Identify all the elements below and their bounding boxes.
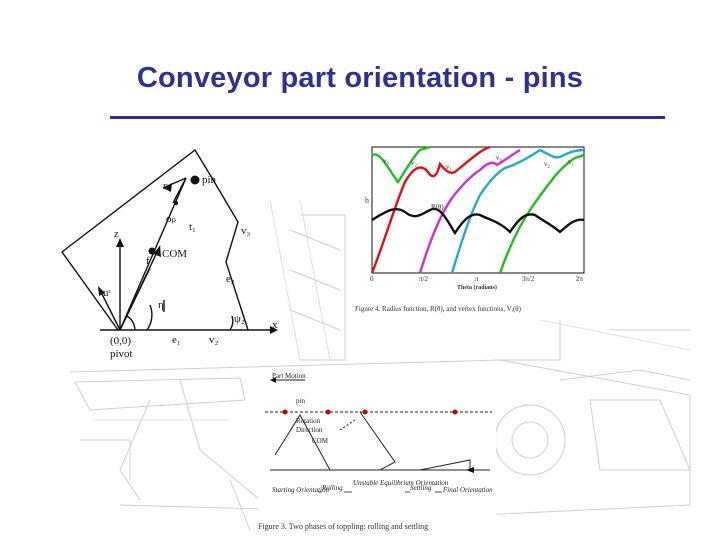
eta-label: η [158, 299, 164, 311]
rt-label: rₜ [163, 180, 170, 192]
chart-x-label: Theta (radians) [457, 284, 497, 291]
origin-label: (0,0) [110, 335, 131, 347]
slide-title: Conveyor part orientation - pins [136, 62, 584, 94]
part-motion-label: Part Motion [272, 372, 306, 380]
e1-label: e₁ [172, 334, 181, 346]
com-label: COM [162, 248, 187, 260]
direction-label: Direction [296, 426, 323, 434]
v3-label: v₃ [241, 225, 251, 237]
f-label: f [146, 255, 150, 267]
e2-label: e₂ [226, 273, 235, 285]
v2-label: v₂ [209, 334, 219, 346]
stage-settling: Settling [410, 484, 432, 492]
curve-label-v1: v₁ [446, 163, 452, 171]
curve-label-r: R(θ) [431, 203, 444, 211]
pin-label-2: pin [296, 397, 305, 405]
pin-label: pin [202, 174, 217, 186]
stage-unstable: Unstable Equilibrium Orientation [353, 479, 449, 487]
com-label-2: COM [312, 437, 329, 445]
curve-label-v2b: v₂ [544, 160, 551, 168]
chart-caption: Figure 4. Radius function, R(θ), and ver… [355, 305, 521, 313]
curve-label-v0: v₀ [496, 154, 503, 162]
uc-label: uᶜ [103, 287, 112, 299]
x-tick-3: 3π/2 [522, 275, 535, 283]
curve-label-v1b: v₁ [568, 158, 574, 166]
stage-starting: Starting Orientation [272, 486, 329, 494]
rotation-label: Rotation [296, 417, 321, 425]
psi2-label: ψ₂ [234, 313, 245, 325]
x-tick-0: 0 [370, 275, 374, 283]
z-axis-label: z [114, 228, 119, 240]
curve-label-v2: v₂ [411, 159, 418, 167]
x-tick-1: π/2 [419, 275, 428, 283]
op-label: oₚ [166, 213, 177, 225]
pivot-label: pivot [110, 348, 133, 360]
stage-final: Final Orientation [442, 486, 493, 494]
t1-label: t₁ [189, 221, 196, 233]
chart-y-label: h [365, 196, 369, 205]
x-tick-4: 2π [576, 275, 584, 283]
toppling-caption: Figure 3. Two phases of toppling: rollin… [258, 522, 429, 531]
curve-label-v3: v₃ [383, 157, 390, 165]
x-tick-2: π [475, 275, 479, 283]
x-axis-label: x [272, 319, 278, 331]
stage-rolling: Rolling [321, 484, 343, 492]
title-underline [110, 116, 665, 119]
